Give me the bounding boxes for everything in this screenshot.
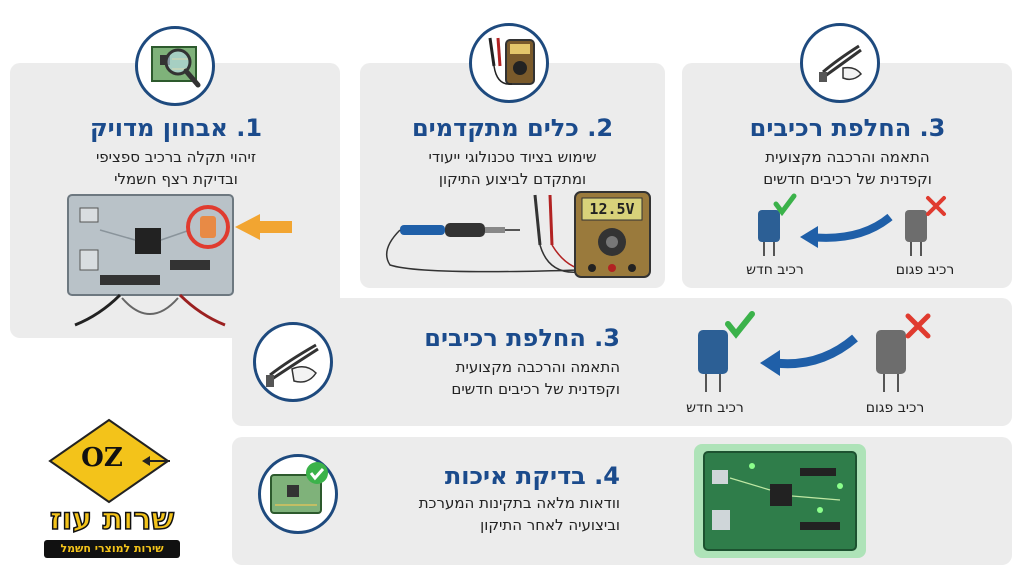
step-1-line-2: ובדיקת רצף חשמלי [114,170,238,188]
capacitor-swap-illustration-wide [698,311,931,392]
multimeter-reading: 12.5V [589,200,635,218]
step-3-old-label: רכיב פגום [895,262,955,278]
step-1-description: זיהוי תקלה ברכיב ספציפי ובדיקת רצף חשמלי [40,146,312,190]
step-3-line-1: התאמה והרכבה מקצועית [765,148,930,166]
step-1-line-1: זיהוי תקלה ברכיב ספציפי [95,148,257,166]
working-circuit-board-illustration [694,444,866,558]
step-4-line-2: וביצועיה לאחר התיקון [480,516,620,534]
step-3b-new-label: רכיב חדש [686,400,744,416]
step-4-description: וודאות מלאה בתקינות המערכת וביצועיה לאחר… [400,492,620,536]
step-4-title: 4. בדיקת איכות [444,462,620,490]
tweezers-icon [800,23,880,103]
oz-logo-diamond [48,418,170,504]
oz-logo-name: שרות עוז [49,501,175,538]
step-4-line-1: וודאות מלאה בתקינות המערכת [418,494,620,512]
step-3b-old-label: רכיב פגום [865,400,925,416]
multimeter-icon [469,23,549,103]
step-3-title: 3. החלפת רכיבים [749,114,946,142]
tweezers-hand-icon [253,322,333,402]
oz-logo-mark: OZ [81,443,123,473]
step-3b-line-2: וקפדנית של רכיבים חדשים [451,380,620,398]
step-2-title: 2. כלים מתקדמים [411,114,614,142]
circuit-board-diagnosis-illustration [67,194,292,327]
oz-logo: OZ שרות עוז שירות למוצרי חשמל [22,410,222,560]
step-3b-description: התאמה והרכבה מקצועית וקפדנית של רכיבים ח… [400,356,620,400]
capacitor-swap-illustration-top [758,193,946,256]
step-3b-line-1: התאמה והרכבה מקצועית [455,358,620,376]
step-3-description: התאמה והרכבה מקצועית וקפדנית של רכיבים ח… [700,146,995,190]
step-2-description: שימוש בציוד טכנולוגי ייעודי ומתקדם לביצו… [375,146,650,190]
step-card-quality [232,437,1012,565]
step-2-line-1: שימוש בציוד טכנולוגי ייעודי [428,148,597,166]
step-3b-title: 3. החלפת רכיבים [424,324,620,352]
oz-logo-tagline: שירות למוצרי חשמל [44,540,180,558]
step-3-line-2: וקפדנית של רכיבים חדשים [763,170,932,188]
step-3-new-label: רכיב חדש [746,262,804,278]
soldering-iron-multimeter-illustration [385,191,651,278]
magnifier-board-icon [135,26,215,106]
step-1-title: 1. אבחון מדויק [89,114,263,142]
step-2-line-2: ומתקדם לביצוע התיקון [438,170,587,188]
verified-board-icon [258,454,338,534]
